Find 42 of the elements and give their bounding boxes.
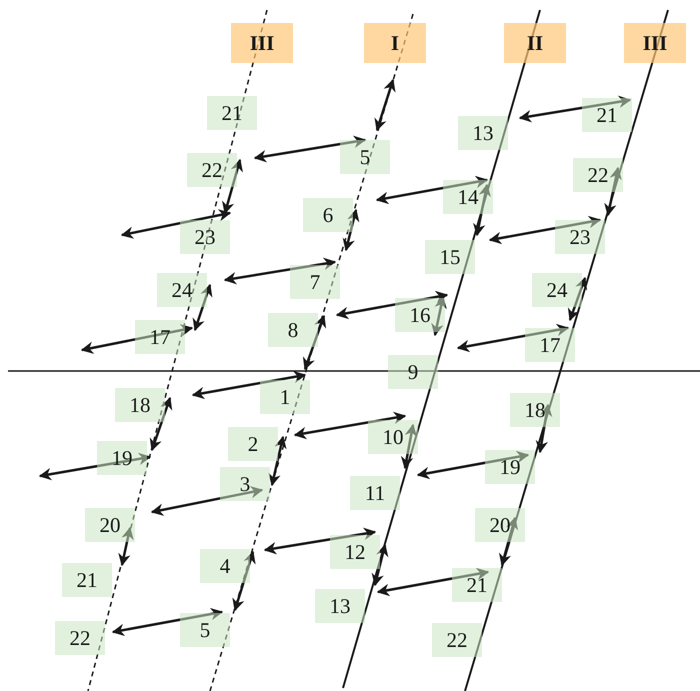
position-number: 20: [85, 508, 135, 542]
position-number: 13: [315, 589, 365, 623]
position-number: 24: [157, 273, 207, 307]
position-number: 21: [452, 568, 502, 602]
position-number: 21: [62, 563, 112, 597]
position-number: 6: [303, 198, 353, 232]
position-number: 7: [290, 265, 340, 299]
position-number: 22: [573, 158, 623, 192]
line-label: III: [624, 23, 686, 63]
position-number: 22: [432, 623, 482, 657]
position-number: 21: [207, 96, 257, 130]
position-number: 10: [368, 420, 418, 454]
position-number: 5: [180, 613, 230, 647]
position-number: 17: [135, 320, 185, 354]
position-number: 8: [268, 313, 318, 347]
position-number: 5: [340, 140, 390, 174]
position-number: 17: [525, 328, 575, 362]
position-number: 4: [200, 549, 250, 583]
position-number: 16: [395, 298, 445, 332]
position-number: 13: [458, 116, 508, 150]
position-number: 9: [388, 355, 438, 389]
line-label: I: [364, 23, 426, 63]
position-number: 22: [187, 153, 237, 187]
position-number: 18: [510, 393, 560, 427]
position-number: 15: [425, 240, 475, 274]
position-number: 3: [220, 467, 270, 501]
position-number: 12: [330, 535, 380, 569]
position-number: 14: [443, 180, 493, 214]
line-label: II: [504, 23, 566, 63]
position-number: 19: [97, 441, 147, 475]
position-number: 11: [350, 476, 400, 510]
position-number: 1: [260, 380, 310, 414]
position-number: 23: [180, 220, 230, 254]
position-number: 23: [555, 220, 605, 254]
position-number: 2: [228, 427, 278, 461]
position-number: 21: [582, 98, 632, 132]
position-number: 24: [532, 273, 582, 307]
line-label: III: [231, 23, 293, 63]
position-number: 19: [485, 450, 535, 484]
position-number: 22: [55, 621, 105, 655]
position-number: 18: [115, 388, 165, 422]
position-number: 20: [475, 508, 525, 542]
